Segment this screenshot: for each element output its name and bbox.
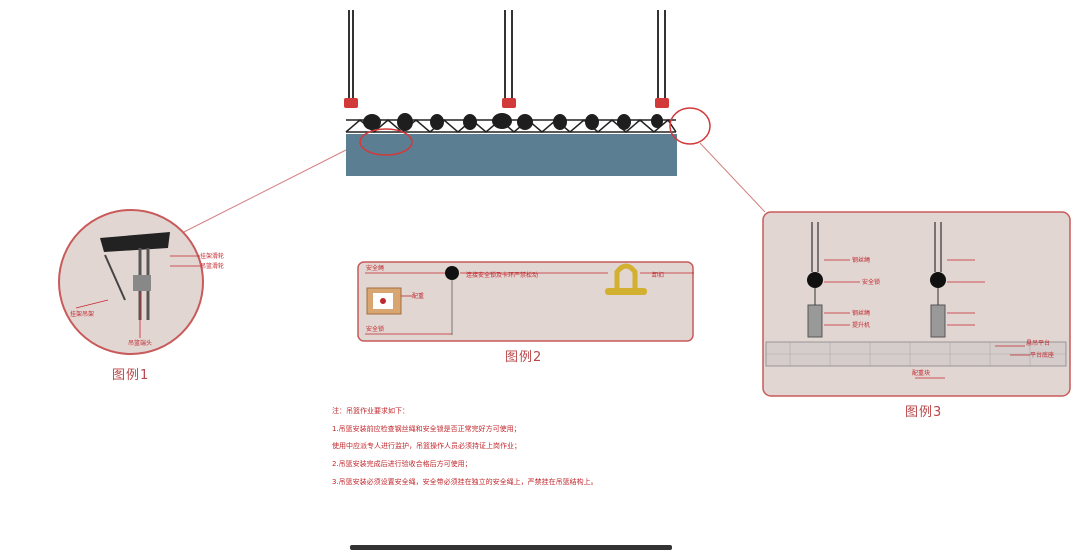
fig3-panel bbox=[762, 211, 1071, 397]
notes-line-0: 注：吊篮作业要求如下： bbox=[332, 407, 409, 415]
highlight-circle-right bbox=[669, 107, 711, 145]
suspended-platform bbox=[346, 134, 677, 176]
fig2-label-middle: 连接安全锁及卡环严禁松动 bbox=[466, 271, 538, 279]
fig3-label-6: 配重块 bbox=[912, 369, 930, 377]
fig3-label-1: 安全锁 bbox=[862, 278, 880, 286]
fig3-label-5: 平台底座 bbox=[1030, 351, 1054, 359]
fig3-label-3: 提升机 bbox=[852, 321, 870, 329]
pulleys bbox=[363, 113, 663, 131]
fig1-label-3: 吊篮滑轮 bbox=[200, 262, 224, 270]
fig1-label-2: 挂架滑轮 bbox=[200, 252, 224, 260]
fig1-label-0: 挂架吊架 bbox=[70, 310, 94, 318]
fig2-label-left-bottom: 安全锁 bbox=[366, 325, 384, 333]
fig1-detail bbox=[58, 209, 204, 355]
fig3-caption: 图例3 bbox=[905, 405, 943, 420]
fig3-label-0: 钢丝绳 bbox=[852, 256, 870, 264]
fig1-label-1: 吊篮端头 bbox=[128, 339, 152, 347]
fig3-label-2: 钢丝绳 bbox=[852, 309, 870, 317]
fig2-label-right: 卸扣 bbox=[652, 271, 664, 279]
fig1-caption: 图例1 bbox=[112, 368, 150, 383]
notes-line-2: 使用中应派专人进行监护，吊篮操作人员必须持证上岗作业； bbox=[332, 442, 521, 450]
bottom-rule bbox=[350, 545, 672, 550]
connector-left bbox=[175, 149, 347, 237]
fig2-label-box: 配重 bbox=[412, 292, 424, 300]
fig3-label-4: 悬吊平台 bbox=[1026, 339, 1050, 347]
fig2-caption: 图例2 bbox=[505, 350, 543, 365]
cable-clamps bbox=[344, 98, 669, 108]
notes-line-4: 3.吊篮安装必须设置安全绳，安全带必须挂在独立的安全绳上，严禁挂在吊篮结构上。 bbox=[332, 478, 598, 486]
suspension-cables bbox=[348, 10, 666, 100]
notes-line-1: 1.吊篮安装前应检查钢丝绳和安全锁是否正常完好方可使用； bbox=[332, 425, 521, 433]
highlight-circle-left bbox=[359, 128, 413, 156]
connector-right bbox=[699, 142, 766, 213]
fig2-label-left-top: 安全绳 bbox=[366, 264, 384, 272]
fig2-panel bbox=[357, 261, 694, 342]
notes-line-3: 2.吊篮安装完成后进行验收合格后方可使用； bbox=[332, 460, 472, 468]
